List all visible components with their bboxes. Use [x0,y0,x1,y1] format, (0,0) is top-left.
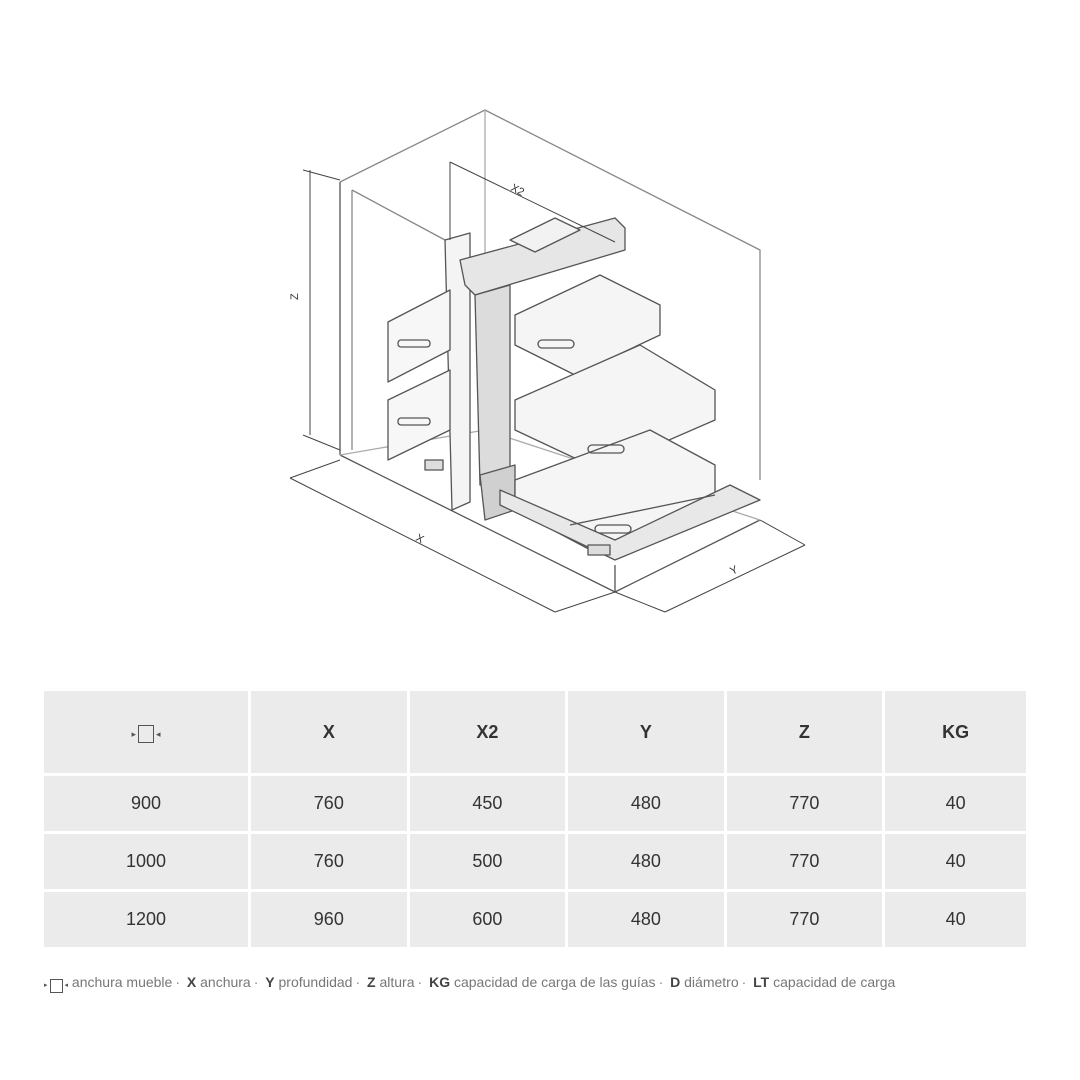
table-header-row: ▸◂ X X2 Y Z KG [44,691,1026,773]
table-cell: 900 [44,776,249,831]
legend-text: profundidad [278,974,353,990]
table-cell: 40 [885,892,1026,947]
cabinet-width-icon: ▸◂ [44,978,68,993]
table-cell: 760 [251,776,407,831]
table-cell: 600 [409,892,566,947]
table-cell: 480 [568,892,724,947]
cabinet-width-icon: ▸◂ [132,725,161,744]
product-technical-drawing: Z X Y X2 [270,100,830,630]
table-cell: 500 [409,834,566,889]
table-cell: 450 [409,776,566,831]
header-kg: KG [885,691,1026,773]
table-cell: 770 [726,776,883,831]
dimensions-legend: ▸◂ anchura mueble· X anchura· Y profundi… [44,974,1044,993]
dimensions-table: ▸◂ X X2 Y Z KG 900 760 450 480 770 40 10… [41,688,1029,950]
table-row: 1200 960 600 480 770 40 [44,892,1026,947]
table-row: 1000 760 500 480 770 40 [44,834,1026,889]
table-cell: 40 [885,776,1026,831]
legend-text: capacidad de carga de las guías [453,974,656,990]
legend-text: diámetro [684,974,739,990]
dimension-y-label: Y [728,563,740,577]
legend-key: KG [429,974,451,990]
legend-key: X [186,974,197,990]
header-x: X [251,691,407,773]
dimension-x2-label: X2 [509,182,526,199]
table-cell: 1000 [44,834,249,889]
legend-key: D [670,974,681,990]
legend-text: altura [379,974,415,990]
dimension-z-label: Z [289,293,301,300]
header-z: Z [726,691,883,773]
header-cabinet-width: ▸◂ [44,691,249,773]
table-cell: 480 [568,776,724,831]
legend-key: Z [367,974,376,990]
table-cell: 40 [885,834,1026,889]
table-cell: 960 [251,892,407,947]
legend-text: capacidad de carga [773,974,896,990]
table-row: 900 760 450 480 770 40 [44,776,1026,831]
legend-key: LT [753,974,770,990]
legend-key: Y [265,974,275,990]
table-cell: 770 [726,892,883,947]
corner-unit-isometric-drawing: Z X Y X2 [289,109,806,613]
legend-text: anchura mueble [71,974,173,990]
dimension-x-label: X [414,532,427,546]
header-y: Y [568,691,724,773]
legend-text: anchura [200,974,251,990]
table-cell: 770 [726,834,883,889]
table-cell: 480 [568,834,724,889]
table-cell: 760 [251,834,407,889]
table-cell: 1200 [44,892,249,947]
header-x2: X2 [409,691,566,773]
